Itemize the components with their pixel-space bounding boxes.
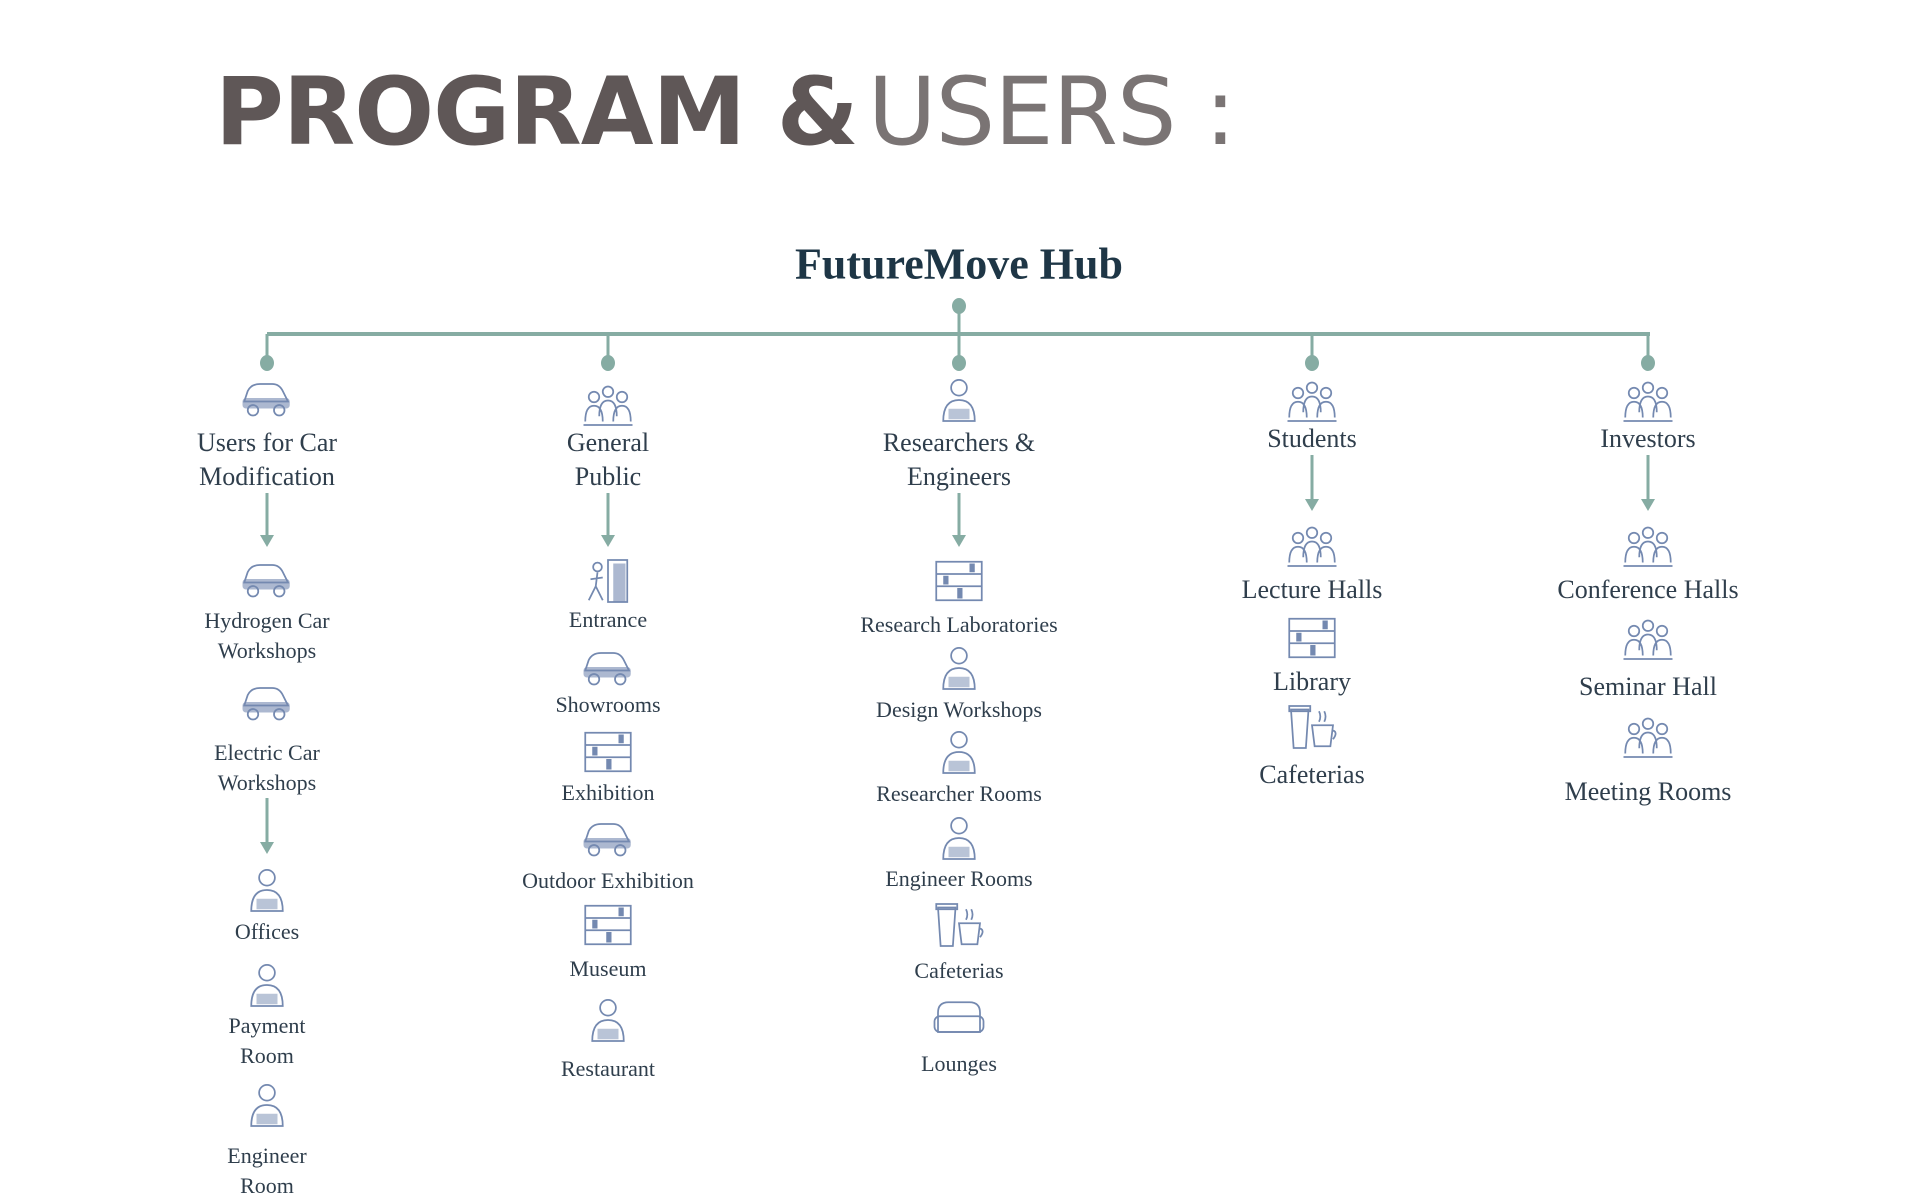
arrow-0: [1304, 455, 1320, 516]
item-label: Cafeterias: [1259, 760, 1365, 789]
library-icon: [1284, 610, 1340, 671]
item-label: Library: [1273, 667, 1351, 696]
people-group-icon: [580, 376, 636, 437]
column-line: [606, 334, 610, 362]
column-dot: [1641, 355, 1655, 371]
payment-icon: [239, 957, 295, 1018]
column-dot: [952, 355, 966, 371]
page-title: PROGRAM &USERS :: [215, 58, 1236, 168]
item-label: Offices: [234, 919, 300, 944]
museum-icon: [580, 897, 636, 958]
arrow-0: [1640, 455, 1656, 516]
restaurant-icon: [580, 992, 636, 1053]
showroom-car-icon: [580, 639, 636, 700]
coffee-cups-icon: [1284, 699, 1340, 760]
column-dot: [260, 355, 274, 371]
hub-title: FutureMove Hub: [795, 239, 1123, 289]
students-icon: [1284, 372, 1340, 433]
column-line: [1646, 334, 1650, 362]
sofa-icon: [931, 990, 987, 1051]
item-label: Conference Halls: [1557, 575, 1739, 604]
outdoor-car-icon: [580, 810, 636, 871]
column-label: Students: [1267, 424, 1357, 453]
arrow-0: [951, 493, 967, 552]
meeting-table-icon: [1620, 708, 1676, 769]
engineer-sketch-icon: [931, 810, 987, 871]
lecture-hall-icon: [1284, 517, 1340, 578]
coffee-cups-icon: [931, 897, 987, 958]
item-label: Cafeterias: [914, 958, 1004, 983]
engineer-icon: [239, 1077, 295, 1138]
laboratory-icon: [931, 553, 987, 614]
handshake-icon: [1620, 372, 1676, 433]
hub-line: [957, 306, 961, 334]
column-label: Researchers &Engineers: [882, 428, 1036, 491]
electric-car-icon: [239, 674, 295, 735]
column-dot: [601, 355, 615, 371]
researcher-laptop-icon: [931, 724, 987, 785]
design-workshop-icon: [931, 640, 987, 701]
item-label: Research Laboratories: [860, 612, 1058, 637]
item-label: Meeting Rooms: [1564, 777, 1732, 806]
title-light: USERS :: [867, 58, 1236, 167]
item-label: Restaurant: [560, 1056, 656, 1081]
arrow-0: [259, 493, 275, 552]
column-line: [265, 334, 269, 362]
title-bold: PROGRAM &: [215, 58, 859, 167]
item-label: Outdoor Exhibition: [522, 868, 694, 893]
column-line: [957, 334, 961, 362]
column-dot: [1305, 355, 1319, 371]
car-gear-icon: [239, 370, 295, 431]
item-label: Exhibition: [561, 780, 655, 805]
seminar-hall-icon: [1620, 610, 1676, 671]
item-label: Lecture Halls: [1241, 575, 1383, 604]
item-label: Design Workshops: [876, 697, 1042, 722]
item-label: Showrooms: [555, 692, 661, 717]
exhibition-icon: [580, 724, 636, 785]
item-label: Museum: [569, 956, 647, 981]
researcher-magnifier-icon: [931, 372, 987, 433]
item-label: Engineer Rooms: [885, 866, 1033, 891]
item-label: Entrance: [568, 607, 648, 632]
item-label: Seminar Hall: [1579, 672, 1717, 701]
item-label: Lounges: [921, 1051, 997, 1076]
arrow-1: [259, 798, 275, 859]
column-label: Investors: [1600, 424, 1696, 453]
column-line: [1310, 334, 1314, 362]
entrance-door-icon: [580, 553, 636, 614]
hydrogen-car-icon: [239, 551, 295, 612]
arrow-0: [600, 493, 616, 552]
office-desk-icon: [239, 862, 295, 923]
item-label: Researcher Rooms: [876, 781, 1042, 806]
conference-icon: [1620, 517, 1676, 578]
